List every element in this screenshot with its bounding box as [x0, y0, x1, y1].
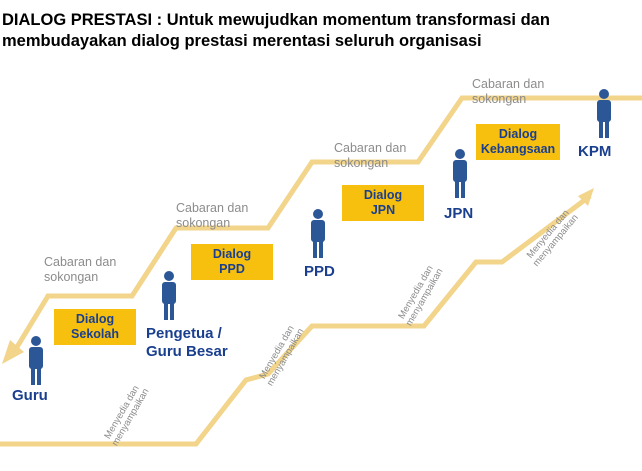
dialog-box-sekolah: Dialog Sekolah: [54, 309, 136, 345]
person-icon: [29, 336, 43, 385]
title-rest: Untuk mewujudkan momentum transformasi d…: [2, 11, 550, 50]
dialog-box-jpn: Dialog JPN: [342, 185, 424, 221]
level-label-pengetua: Pengetua / Guru Besar: [146, 325, 228, 360]
person-icon: [162, 271, 176, 320]
diagram-title: DIALOG PRESTASI : Untuk mewujudkan momen…: [2, 10, 638, 52]
upper-staircase-line: [11, 95, 642, 354]
person-icon: [597, 89, 611, 138]
level-label-ppd: PPD: [304, 263, 335, 280]
level-label-jpn: JPN: [444, 205, 474, 222]
level-label-kpm: KPM: [578, 143, 612, 160]
lower-staircase-line: [0, 194, 592, 447]
person-icon: [453, 149, 467, 198]
person-icon: [311, 209, 325, 258]
challenge-label: Cabaran dan sokongan: [472, 77, 545, 106]
dialog-box-ppd: Dialog PPD: [191, 244, 273, 280]
challenge-label: Cabaran dan sokongan: [176, 201, 249, 230]
dialog-box-kebangsaan: Dialog Kebangsaan: [476, 124, 560, 160]
challenge-label: Cabaran dan sokongan: [334, 141, 407, 170]
challenge-label: Cabaran dan sokongan: [44, 255, 117, 284]
level-label-guru: Guru: [12, 387, 48, 404]
arrow-head-icon: [2, 340, 24, 364]
title-head: DIALOG PRESTASI :: [2, 11, 167, 29]
arrow-head-icon: [578, 188, 594, 206]
